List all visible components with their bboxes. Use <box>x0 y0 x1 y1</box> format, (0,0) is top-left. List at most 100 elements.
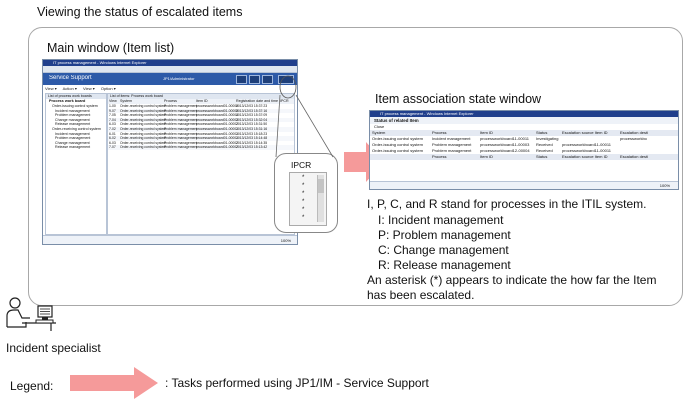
tree-item[interactable]: Order-issuing control system <box>52 104 98 108</box>
item-list-cell: 2013/12/03 15:32:04 <box>236 117 268 122</box>
tree-item[interactable]: Release management <box>55 122 91 127</box>
assoc-cell: Order-issuing control system <box>372 136 423 141</box>
menu-item[interactable]: Option ▾ <box>100 86 116 91</box>
item-list-cell: 2013/12/03 15:31:16 <box>236 126 268 131</box>
item-list-cell: 2013/12/03 15:14:35 <box>236 140 268 145</box>
assoc-close-link[interactable]: Close <box>374 124 385 129</box>
menu-item[interactable]: Action ▾ <box>62 86 77 91</box>
item-list-cell: processworkboard01-00002 <box>196 145 239 150</box>
ipcr-asterisk: * <box>302 191 305 197</box>
item-list-cell: Problem management <box>164 131 198 136</box>
tree-item[interactable]: Incident management <box>55 108 90 113</box>
header-button[interactable] <box>249 75 260 84</box>
assoc-column-header[interactable]: Escalation desti <box>620 130 649 135</box>
tree-item[interactable]: Problem management <box>55 113 91 118</box>
assoc-row[interactable]: Order-issuing control system Incident man… <box>370 136 678 142</box>
assoc-footer-cell: Status <box>536 154 548 159</box>
assoc-footer-cell: Escalation source Item ID <box>562 154 608 159</box>
ipcr-scrollbar[interactable] <box>317 175 324 222</box>
item-list-cell: processworkboard01-00001 <box>196 131 239 136</box>
item-list-header: List of items: Process work board <box>108 94 294 99</box>
item-list-cell: Problem management <box>164 108 198 113</box>
main-window-title-bar: IT process management - Windows Internet… <box>43 60 297 66</box>
assoc-column-header[interactable]: Status <box>536 130 548 135</box>
address-bar <box>43 66 297 73</box>
assoc-zoom-level: 100% <box>659 183 670 188</box>
item-list-cell: Order-receiving control system <box>120 108 167 113</box>
actor-label: Incident specialist <box>6 341 101 355</box>
tree-header: List of process work boards <box>46 94 106 99</box>
assoc-cell: Order-issuing control system <box>372 142 423 147</box>
assoc-column-header[interactable]: Process <box>432 130 447 135</box>
item-list-cell: 2013/12/03 15:31:50 <box>236 122 268 127</box>
item-list-cell: Order-receiving control system <box>120 131 167 136</box>
menu-item[interactable]: View ▾ <box>82 86 95 91</box>
item-list-cell: 7-05 <box>109 113 116 118</box>
item-list-cell: 7-07 <box>109 145 116 150</box>
assoc-cell: Investigating <box>536 136 559 141</box>
assoc-footer-cell: Process <box>432 154 447 159</box>
item-list-cell: Problem management <box>164 113 198 118</box>
tree-root[interactable]: Process work board <box>49 99 86 103</box>
main-window-screenshot: IT process management - Windows Internet… <box>42 59 298 245</box>
column-header[interactable]: IPCR <box>280 99 289 103</box>
assoc-cell: Incident management <box>432 136 471 141</box>
menu-item[interactable]: View ▾ <box>45 86 57 91</box>
item-list-cell: Order-receiving control system <box>120 136 167 141</box>
header-button[interactable] <box>236 75 247 84</box>
assoc-cell: processworkboard11-00011 <box>480 136 529 141</box>
column-header[interactable]: Registration date and time <box>236 99 278 103</box>
item-list-cell: processworkboard01-00004 <box>196 113 239 118</box>
ipcr-asterisk: * <box>302 207 305 213</box>
assoc-status-bar: 100% <box>370 181 678 189</box>
tree-item[interactable]: Release management <box>55 145 91 150</box>
column-header[interactable]: View <box>109 99 117 103</box>
item-list-cell: Order-receiving control system <box>120 145 167 150</box>
item-list-cell: Order-receiving control system <box>120 122 167 127</box>
assoc-column-header[interactable]: Item ID <box>480 130 493 135</box>
item-list-cell: 2013/12/03 15:37:09 <box>236 113 268 118</box>
item-list-cell: Problem management <box>164 117 198 122</box>
item-list-cell: processworkboard01-00003 <box>196 117 239 122</box>
item-list-cell: processworkboard01-00001 <box>196 126 239 131</box>
item-list-cell: Problem management <box>164 126 198 131</box>
assoc-column-header[interactable]: Escalation source Item ID <box>562 130 608 135</box>
item-list-cell: Problem management <box>164 122 198 127</box>
ipcr-asterisk: * <box>302 183 305 189</box>
diagram-heading: Viewing the status of escalated items <box>37 5 243 19</box>
item-list-cell: Problem management <box>164 145 198 150</box>
column-header[interactable]: Item ID <box>196 99 208 103</box>
tree-item[interactable]: Incident management <box>55 131 90 136</box>
tree-item[interactable]: Change management <box>55 140 90 145</box>
item-list-cell: 2013/12/03 15:18:23 <box>236 131 268 136</box>
column-header[interactable]: Process <box>164 99 177 103</box>
header-button[interactable] <box>262 75 273 84</box>
assoc-footer-cell: Item ID <box>480 154 493 159</box>
tree-item[interactable]: Change management <box>55 117 90 122</box>
tree-pane: List of process work boards Process work… <box>45 93 107 235</box>
tree-item[interactable]: Order-receiving control system <box>52 126 101 131</box>
column-header[interactable]: System <box>120 99 132 103</box>
item-list-pane: List of items: Process work board View S… <box>107 93 295 235</box>
item-list-cell: 7-02 <box>109 126 116 131</box>
assoc-column-header[interactable]: System <box>372 130 386 135</box>
assoc-footer-row: Process Item ID Status Escalation source… <box>370 154 678 160</box>
assoc-section-title: Status of related Item <box>370 117 678 124</box>
ipcr-asterisk: * <box>302 175 305 181</box>
explanation-item: C: Change management <box>378 243 509 257</box>
tree-item[interactable]: Problem management <box>55 136 91 141</box>
explanation-intro: I, P, C, and R stand for processes in th… <box>367 197 647 211</box>
main-window-caption: Main window (Item list) <box>47 41 175 55</box>
